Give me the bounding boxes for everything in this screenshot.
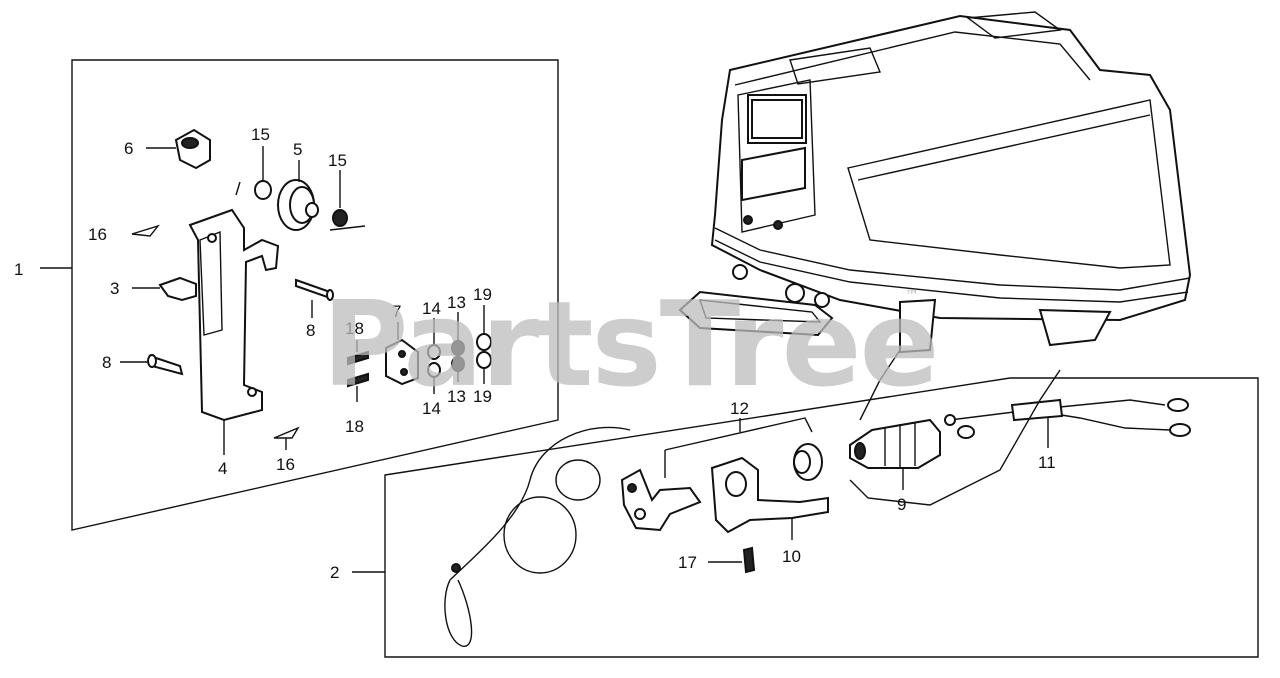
callout-5: 5 [293,140,302,159]
part-13-nut-top [451,340,465,356]
part-15-washer-right [332,209,348,227]
part-17-screw [742,546,756,574]
callout-18-bottom: 18 [345,417,364,436]
callout-4: 4 [218,459,227,478]
engine-cover [678,11,1192,354]
part-16-cotter-pin-top [131,224,160,237]
callout-8-left: 8 [102,353,111,372]
watermark: PartsTree [322,275,938,413]
part-11-wire-harness [944,398,1191,439]
part-4-bracket [188,208,280,422]
callout-19-top: 19 [473,285,492,304]
stop-switch-assembly [620,468,702,532]
callout-9: 9 [897,495,906,514]
callout-6: 6 [124,139,133,158]
callout-19-bottom: 19 [473,387,492,406]
callout-7: 7 [392,302,401,321]
part-9-connector [849,418,941,469]
part-18-screw-bottom [347,372,369,388]
part-13-nut-bottom [451,356,465,372]
callout-14-top: 14 [422,299,441,318]
part-5-pulley [277,179,319,231]
callout-15-left: 15 [251,125,270,144]
callout-1: 1 [14,260,23,279]
callout-18-top: 18 [345,319,364,338]
part-14-washer-top [427,344,441,360]
lanyard-cord [444,426,631,647]
callout-17: 17 [678,553,697,572]
watermark-trademark: ™ [905,288,919,304]
callout-11: 11 [1038,453,1056,472]
part-10-plate [710,456,829,534]
group-2-frame [384,377,1259,658]
callout-10: 10 [782,547,801,566]
callout-8-right: 8 [306,321,315,340]
group-1-frame [71,59,559,531]
part-15-washer-left [254,180,272,200]
callout-16-bottom: 16 [276,455,295,474]
part-16-cotter-pin-bottom [273,426,300,439]
callout-2: 2 [330,563,339,582]
callout-15-right: 15 [328,151,347,170]
part-3-clip [158,276,197,302]
part-12-nut [793,443,823,481]
callout-14-bottom: 14 [422,399,441,418]
part-18-screw-top [347,350,369,366]
callout-16-top: 16 [88,225,107,244]
part-14-washer-bottom [427,362,441,378]
part-8-pin-left [147,354,184,376]
callout-13-top: 13 [447,293,466,312]
part-8-pin-right [295,278,334,301]
callout-12: 12 [730,399,749,418]
callout-3: 3 [110,279,119,298]
callout-13-bottom: 13 [447,387,466,406]
engine-cable [859,349,901,421]
group-2-backing-outline [849,369,1061,506]
part-6-grommet [174,128,211,170]
part-7-plate [385,338,419,386]
